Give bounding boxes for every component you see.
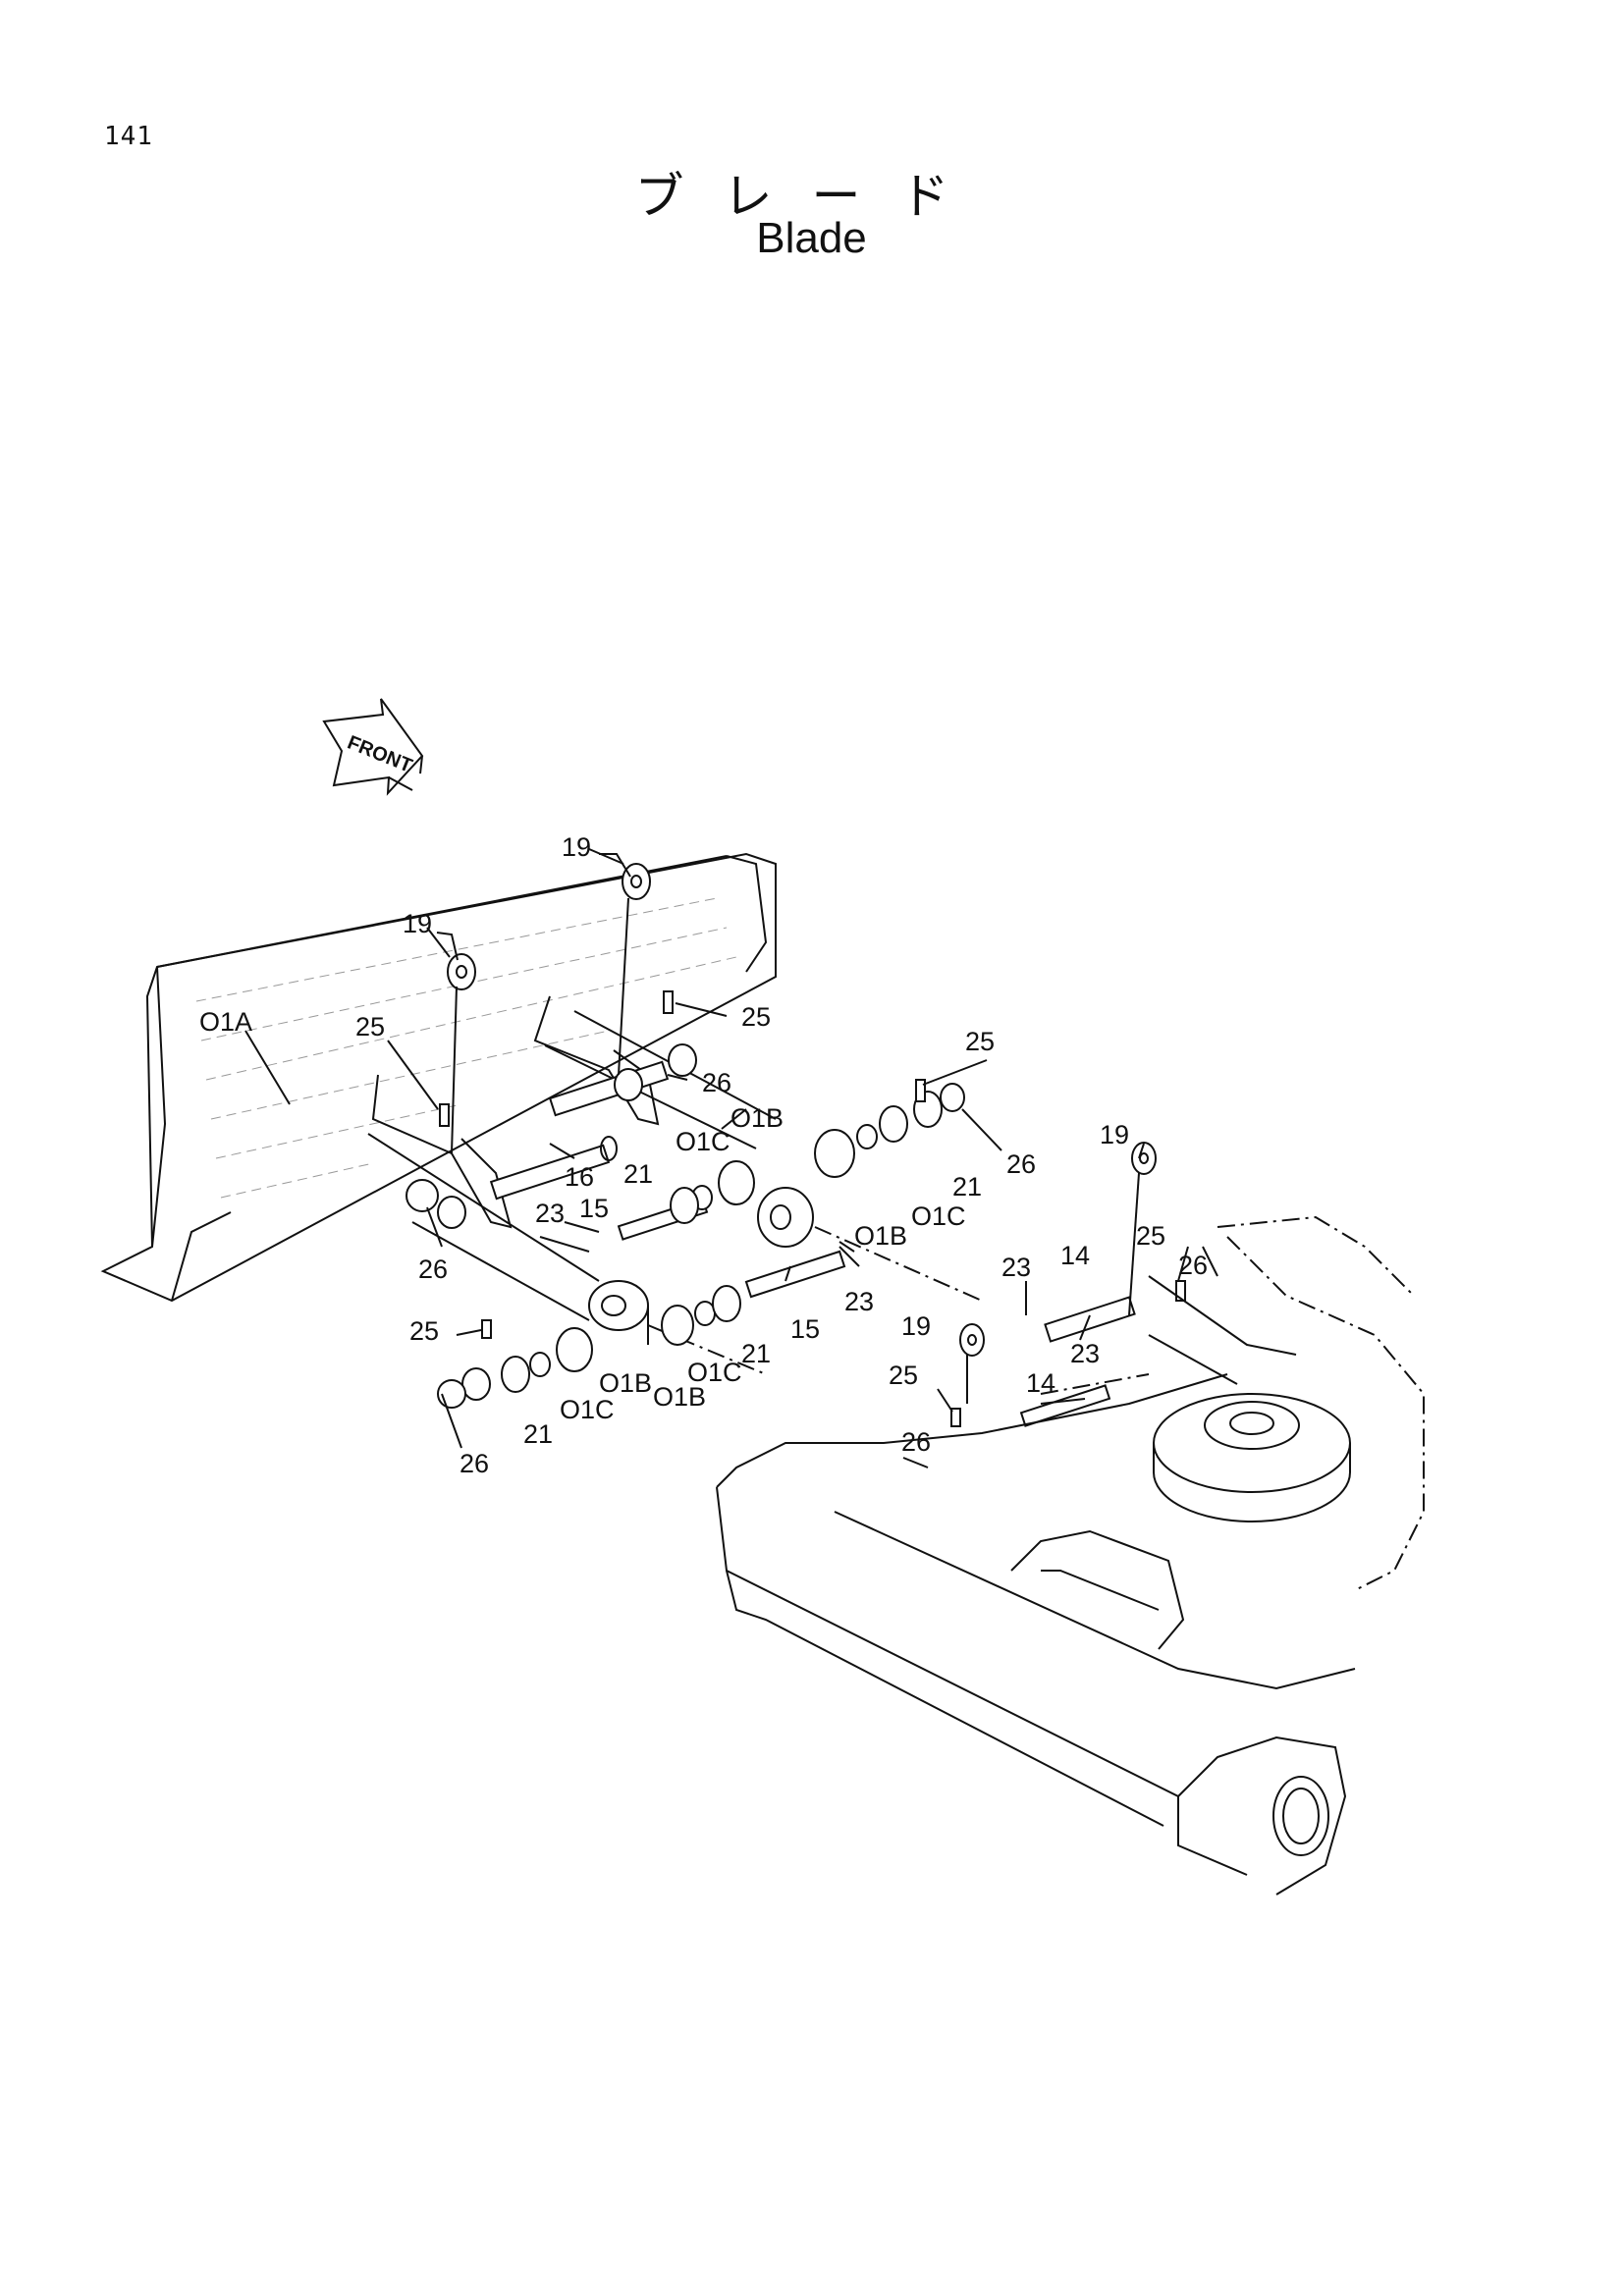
pin-14b [1019,1384,1111,1427]
callout-25: 25 [889,1361,918,1390]
callout-labels: 19 19 19 19 O1A 25 25 25 25 25 25 26 26 … [199,832,1208,1478]
callout-01c: O1C [687,1358,742,1387]
callout-14: 14 [1060,1241,1090,1270]
front-arrow-icon: FRONT [322,698,424,796]
shim-19-sets [447,863,1157,1404]
callout-25: 25 [409,1316,439,1346]
callout-19: 19 [1100,1120,1129,1149]
callout-01b: O1B [599,1368,652,1398]
callout-21: 21 [523,1419,553,1449]
callout-15: 15 [579,1194,609,1223]
leader-lines [244,848,1218,1468]
blade-cylinder [367,1133,767,1375]
callout-26: 26 [460,1449,489,1478]
callout-26: 26 [1006,1149,1036,1179]
callout-23: 23 [844,1287,874,1316]
callout-19: 19 [403,909,432,938]
undercarriage-frame [716,1215,1425,1896]
callout-01a: O1A [199,1007,252,1037]
callout-01b: O1B [854,1221,907,1251]
callout-01b: O1B [653,1382,706,1412]
callout-25: 25 [965,1027,995,1056]
callout-25: 25 [355,1012,385,1041]
callout-21: 21 [952,1172,982,1201]
pin-16 [489,1136,618,1201]
callout-15: 15 [790,1314,820,1344]
pins-25 [439,990,1186,1427]
callout-25: 25 [741,1002,771,1032]
pin-14a [1044,1296,1136,1343]
callout-23: 23 [1001,1253,1031,1282]
pin-15b [744,1250,846,1299]
upper-cylinder [544,1010,983,1302]
callout-23: 23 [1070,1339,1100,1368]
title-japanese: ブレード [634,168,989,225]
callout-21: 21 [741,1339,771,1368]
callout-21: 21 [623,1159,653,1189]
callout-25: 25 [1136,1221,1165,1251]
callout-01b: O1B [730,1103,784,1133]
callout-26: 26 [702,1068,731,1097]
callout-01c: O1C [911,1201,966,1231]
bushing-group [406,1043,965,1409]
callout-19: 19 [901,1311,931,1341]
callout-23: 23 [535,1199,565,1228]
callout-26: 26 [901,1427,931,1457]
title-english: Blade [756,214,867,262]
page-number: 141 [104,122,153,151]
callout-26: 26 [1178,1251,1208,1280]
callout-19: 19 [562,832,591,862]
callout-14: 14 [1026,1368,1055,1398]
callout-01c: O1C [676,1127,730,1156]
callout-01c: O1C [560,1395,615,1424]
callout-16: 16 [565,1162,594,1192]
callout-26: 26 [418,1255,448,1284]
